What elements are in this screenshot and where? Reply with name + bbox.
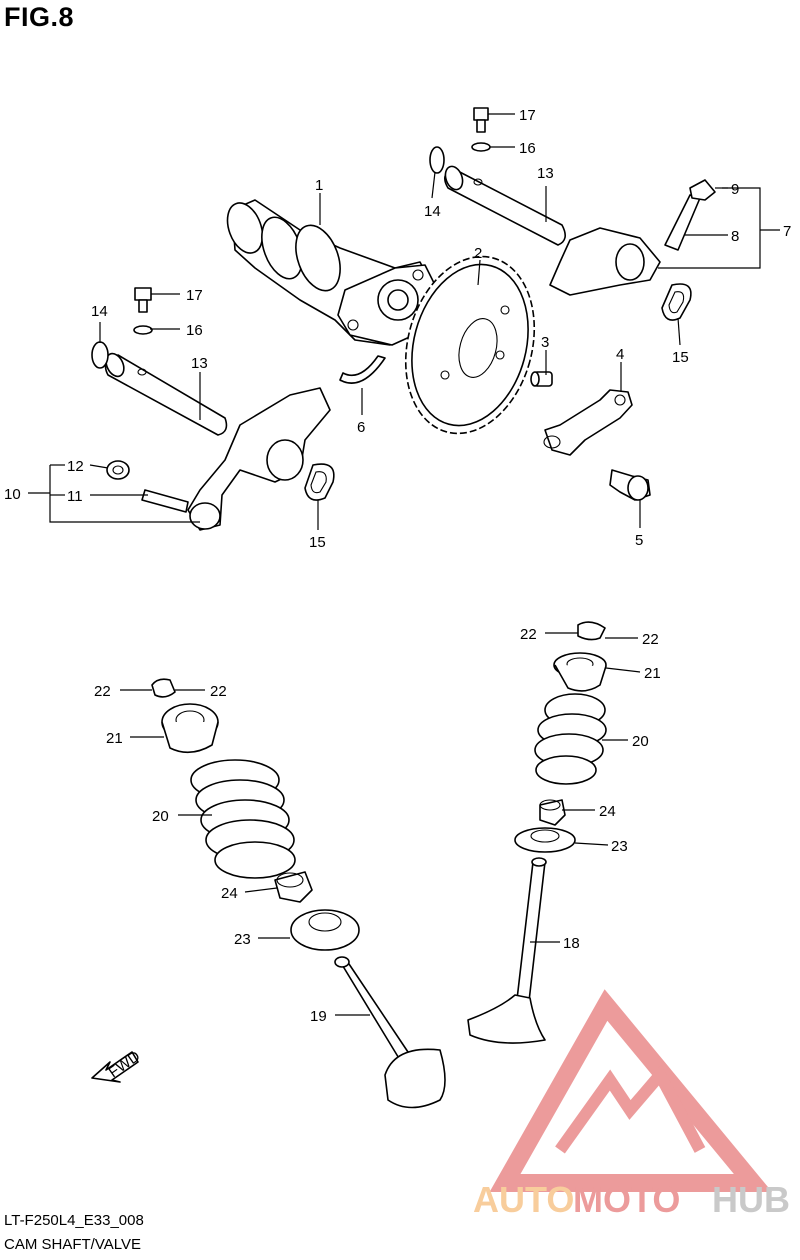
locking-plate-part — [543, 389, 633, 456]
callout-22-right-b: 22 — [642, 631, 659, 648]
valve-assembly-left — [151, 678, 446, 1109]
callout-22-right-a: 22 — [520, 626, 537, 643]
callout-15-upper: 15 — [672, 349, 689, 366]
callout-22-left-a: 22 — [94, 683, 111, 700]
callout-14-upper: 14 — [424, 203, 441, 220]
callout-6: 6 — [357, 419, 365, 436]
callout-17-lower: 17 — [186, 287, 203, 304]
fwd-label: FWD — [106, 1048, 144, 1082]
callout-14-lower: 14 — [91, 303, 108, 320]
logo-text-hub: HUB — [712, 1179, 790, 1220]
circlip-part — [339, 355, 386, 384]
callout-23-right: 23 — [611, 838, 628, 855]
callout-4: 4 — [616, 346, 624, 363]
callout-8: 8 — [731, 228, 739, 245]
callout-9: 9 — [731, 181, 739, 198]
callout-12: 12 — [67, 458, 84, 475]
callout-23-left: 23 — [234, 931, 251, 948]
callout-20-left: 20 — [152, 808, 169, 825]
logo-text-auto: AUTO — [473, 1179, 574, 1220]
callout-21-left: 21 — [106, 730, 123, 747]
figure-title: FIG.8 — [4, 2, 75, 32]
rocker-arm-shaft-upper — [429, 107, 566, 246]
callout-7: 7 — [783, 223, 791, 240]
callout-11: 11 — [67, 488, 83, 505]
rocker-arm-upper — [549, 179, 716, 296]
callout-10: 10 — [4, 486, 21, 503]
dowel-pin-part — [530, 371, 553, 387]
rocker-arm-lower — [106, 387, 331, 531]
o-ring-lower — [304, 463, 335, 501]
automotohub-logo: AUTO MOTO HUB — [473, 989, 790, 1220]
callout-24-left: 24 — [221, 885, 238, 902]
cam-sprocket-part — [404, 255, 536, 435]
leader-lines — [28, 113, 780, 1016]
camshaft-part — [226, 199, 436, 346]
callout-15-lower: 15 — [309, 534, 326, 551]
model-code: LT-F250L4_E33_008 — [4, 1212, 144, 1229]
assembly-name: CAM SHAFT/VALVE — [4, 1236, 141, 1253]
callout-16-lower: 16 — [186, 322, 203, 339]
callout-16-upper: 16 — [519, 140, 536, 157]
callout-2: 2 — [474, 245, 482, 262]
callout-22-left-b: 22 — [210, 683, 227, 700]
callout-13-lower: 13 — [191, 355, 208, 372]
callout-labels: 1 2 3 4 5 6 7 8 9 10 11 12 13 13 14 14 1… — [4, 107, 791, 1025]
o-ring-upper — [661, 283, 692, 321]
callout-3: 3 — [541, 334, 549, 351]
callout-19: 19 — [310, 1008, 327, 1025]
callout-13-upper: 13 — [537, 165, 554, 182]
sprocket-bolt-part — [609, 469, 651, 501]
callout-18: 18 — [563, 935, 580, 952]
callout-20-right: 20 — [632, 733, 649, 750]
callout-5: 5 — [635, 532, 643, 549]
callout-21-right: 21 — [644, 665, 661, 682]
logo-text-moto: MOTO — [573, 1179, 680, 1220]
callout-24-right: 24 — [599, 803, 616, 820]
callout-17-upper: 17 — [519, 107, 536, 124]
valve-assembly-right — [467, 621, 607, 1044]
forward-arrow-icon: FWD — [91, 1048, 144, 1083]
callout-1: 1 — [315, 177, 323, 194]
